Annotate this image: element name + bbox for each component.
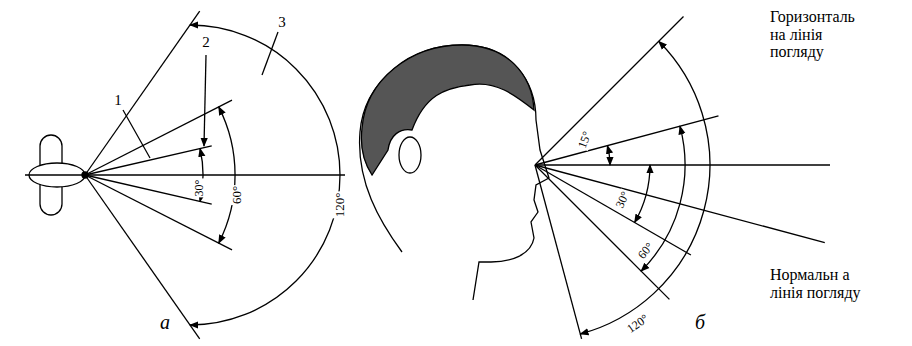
angle-value: 120° <box>333 192 347 219</box>
sector-line <box>85 175 212 204</box>
angle-arc <box>580 41 710 334</box>
angle-value: 15° <box>576 129 595 151</box>
line-caption: Горизонталь на лінія погляду <box>770 8 874 61</box>
sector-line <box>535 165 582 339</box>
callout-number: 1 <box>113 92 123 109</box>
axis-line <box>25 174 345 175</box>
angle-value: 60° <box>635 240 657 263</box>
part-letter: а <box>159 311 171 333</box>
side-view <box>360 17 830 339</box>
sector-line <box>535 116 719 165</box>
top-view <box>25 11 345 339</box>
angle-arc <box>635 165 650 223</box>
sector-line <box>85 100 232 175</box>
angle-value: 60° <box>230 185 244 205</box>
angle-arc <box>607 146 610 165</box>
horizontal-gaze-line <box>535 164 830 165</box>
sector-line <box>85 175 232 250</box>
hair <box>361 45 534 175</box>
angle-value: 120° <box>624 311 652 336</box>
callout-number: 2 <box>201 34 211 51</box>
line-caption: Нормальн а лінія погляду <box>770 266 874 301</box>
head-profile <box>360 45 549 300</box>
ear <box>399 137 421 173</box>
part-letter: б <box>694 311 706 333</box>
leader-line <box>262 32 278 75</box>
sector-line <box>535 165 691 255</box>
leader-line <box>204 55 206 146</box>
sector-line <box>85 11 200 175</box>
angle-arc <box>190 25 340 325</box>
sector-line <box>85 146 212 175</box>
angle-value: 30° <box>193 179 206 198</box>
sector-line <box>85 175 200 339</box>
angle-arc <box>219 107 235 243</box>
sector-line <box>535 165 669 299</box>
callout-number: 3 <box>277 14 287 31</box>
angle-value: 30° <box>613 189 633 212</box>
leader-line <box>123 110 150 158</box>
sector-line <box>535 17 684 166</box>
